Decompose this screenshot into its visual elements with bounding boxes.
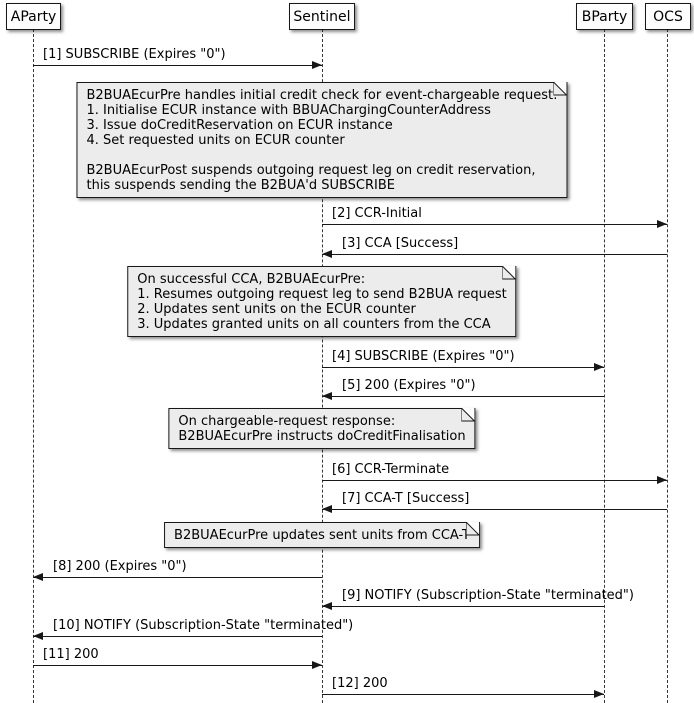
message-3-cca-success: [3] CCA [Success]	[322, 236, 667, 260]
message-6-ccr-terminate: [6] CCR-Terminate	[322, 462, 667, 486]
message-line	[33, 65, 322, 66]
message-10-notify: [10] NOTIFY (Subscription-State "termina…	[33, 618, 353, 642]
arrowhead-right-icon	[312, 61, 322, 69]
message-label: [2] CCR-Initial	[332, 206, 422, 221]
note-text: 1. Initialise ECUR instance with BBUACha…	[86, 103, 491, 118]
note-text: B2BUAEcurPre instructs doCreditFinalisat…	[178, 429, 466, 444]
message-line	[322, 396, 604, 397]
note-fold-icon	[553, 82, 568, 96]
lifeline-bparty	[604, 29, 605, 703]
message-line	[33, 577, 322, 578]
note-text: 1. Resumes outgoing request leg to send …	[137, 287, 507, 302]
arrowhead-right-icon	[657, 476, 667, 484]
message-line	[33, 636, 322, 637]
participant-label: Sentinel	[293, 8, 351, 25]
lifeline-sentinel	[322, 29, 323, 703]
message-line	[322, 367, 604, 368]
note-fold-icon	[461, 408, 476, 422]
arrowhead-right-icon	[657, 220, 667, 228]
lifeline-aparty	[33, 29, 34, 703]
note-text: 2. Updates sent units on the ECUR counte…	[137, 302, 416, 317]
arrowhead-left-icon	[33, 573, 43, 581]
message-line	[322, 694, 604, 695]
note-text: 3. Issue doCreditReservation on ECUR ins…	[86, 118, 393, 133]
message-label: [5] 200 (Expires "0")	[342, 378, 476, 393]
message-label: [4] SUBSCRIBE (Expires "0")	[332, 349, 515, 364]
message-label: [10] NOTIFY (Subscription-State "termina…	[53, 618, 354, 633]
message-line	[322, 606, 604, 607]
note-fold-icon	[465, 522, 480, 536]
message-line	[322, 224, 667, 225]
message-label: [9] NOTIFY (Subscription-State "terminat…	[342, 588, 634, 603]
message-label: [3] CCA [Success]	[342, 236, 459, 251]
message-1-subscribe: [1] SUBSCRIBE (Expires "0")	[33, 47, 322, 71]
message-line	[322, 509, 667, 510]
participant-label: OCS	[653, 8, 683, 25]
note-chargeable-response: On chargeable-request response: B2BUAEcu…	[168, 408, 476, 449]
message-label: [7] CCA-T [Success]	[342, 491, 470, 506]
note-text: On successful CCA, B2BUAEcurPre:	[137, 272, 366, 287]
note-text: B2BUAEcurPre handles initial credit chec…	[86, 88, 558, 103]
message-8-200: [8] 200 (Expires "0")	[33, 559, 322, 583]
note-text: B2BUAEcurPost suspends outgoing request …	[86, 163, 536, 178]
arrowhead-left-icon	[322, 250, 332, 258]
note-text: On chargeable-request response:	[178, 414, 396, 429]
arrowhead-left-icon	[322, 505, 332, 513]
participant-label: BParty	[581, 8, 628, 25]
message-label: [11] 200	[43, 647, 99, 662]
note-initial-credit-check: B2BUAEcurPre handles initial credit chec…	[76, 82, 568, 198]
message-label: [8] 200 (Expires "0")	[53, 559, 187, 574]
note-text	[86, 148, 557, 163]
arrowhead-right-icon	[594, 363, 604, 371]
note-text: 3. Updates granted units on all counters…	[137, 317, 491, 332]
note-text: 4. Set requested units on ECUR counter	[86, 133, 345, 148]
message-line	[322, 480, 667, 481]
note-text: this suspends sending the B2BUA'd SUBSCR…	[86, 178, 395, 193]
message-9-notify: [9] NOTIFY (Subscription-State "terminat…	[322, 588, 634, 612]
message-label: [6] CCR-Terminate	[332, 462, 450, 477]
participant-bparty: BParty	[576, 3, 633, 30]
message-line	[322, 254, 667, 255]
participant-label: AParty	[10, 8, 57, 25]
note-text: B2BUAEcurPre updates sent units from CCA…	[174, 528, 470, 543]
note-fold-icon	[502, 266, 517, 280]
message-4-subscribe: [4] SUBSCRIBE (Expires "0")	[322, 349, 604, 373]
note-successful-cca: On successful CCA, B2BUAEcurPre: 1. Resu…	[127, 266, 517, 337]
message-line	[33, 665, 322, 666]
message-label: [12] 200	[332, 676, 388, 691]
lifeline-ocs	[667, 29, 668, 703]
arrowhead-right-icon	[312, 661, 322, 669]
message-label: [1] SUBSCRIBE (Expires "0")	[43, 47, 226, 62]
arrowhead-left-icon	[322, 392, 332, 400]
participant-aparty: AParty	[6, 3, 61, 30]
message-11-200: [11] 200	[33, 647, 322, 671]
message-2-ccr-initial: [2] CCR-Initial	[322, 206, 667, 230]
arrowhead-left-icon	[322, 602, 332, 610]
arrowhead-left-icon	[33, 632, 43, 640]
message-7-cca-t-success: [7] CCA-T [Success]	[322, 491, 667, 515]
arrowhead-right-icon	[594, 690, 604, 698]
message-5-200: [5] 200 (Expires "0")	[322, 378, 604, 402]
participant-ocs: OCS	[645, 3, 691, 30]
message-12-200: [12] 200	[322, 676, 604, 700]
participant-sentinel: Sentinel	[289, 3, 355, 30]
note-updates-sent-units: B2BUAEcurPre updates sent units from CCA…	[164, 522, 480, 548]
